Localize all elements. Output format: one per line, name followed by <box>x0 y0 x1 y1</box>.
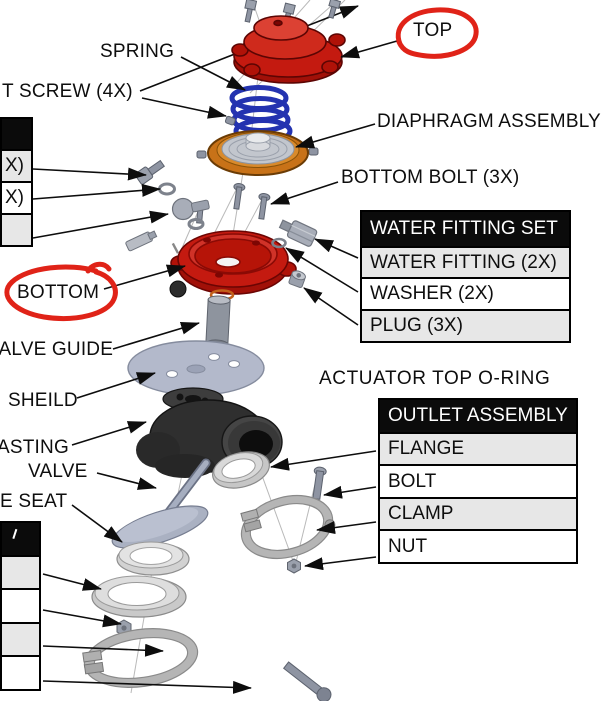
table-row <box>0 554 41 591</box>
left-upper-table: X) X) <box>0 117 33 247</box>
top-circle <box>395 7 479 59</box>
part-top-cap <box>231 15 346 84</box>
part-set-screws <box>196 115 319 159</box>
label-actuator-o-ring: ACTUATOR TOP O-RING <box>319 368 551 389</box>
part-valve-seat <box>116 541 190 576</box>
part-valve-guide <box>205 295 231 349</box>
part-left-outlet-set <box>82 575 332 701</box>
part-diaphragm-assembly <box>207 130 309 176</box>
water-fitting-set-table: WATER FITTING SET WATER FITTING (2X) WAS… <box>360 210 571 343</box>
header-letter-fragment <box>6 527 18 539</box>
label-casting: ASTING <box>0 437 69 458</box>
label-bottom-bolt: BOTTOM BOLT (3X) <box>341 167 520 188</box>
table-row: CLAMP <box>378 496 578 532</box>
outlet-assembly-table: OUTLET ASSEMBLY FLANGE BOLT CLAMP NUT <box>378 398 578 564</box>
label-bottom: BOTTOM <box>17 282 100 303</box>
table-row <box>0 621 41 658</box>
table-row: NUT <box>378 529 578 564</box>
red-annotation-circles <box>4 7 479 321</box>
table-row: FLANGE <box>378 431 578 467</box>
table-row: PLUG (3X) <box>360 308 571 343</box>
table-header: OUTLET ASSEMBLY <box>378 398 578 434</box>
part-valve <box>111 458 211 549</box>
table-row: X) <box>0 181 33 215</box>
label-spring: SPRING <box>100 41 175 62</box>
bottom-circle <box>4 264 118 321</box>
part-heat-shield <box>127 340 265 396</box>
table-row <box>0 212 33 247</box>
table-header <box>0 117 33 151</box>
label-diaphragm-assembly: DIAPHRAGM ASSEMBLY <box>377 111 601 132</box>
table-row: X) <box>0 148 33 184</box>
label-heat-shield: SHEILD <box>8 390 78 411</box>
table-header <box>0 521 41 557</box>
table-row <box>0 655 41 691</box>
table-row: WATER FITTING (2X) <box>360 245 571 280</box>
table-header: WATER FITTING SET <box>360 210 571 248</box>
part-right-fittings <box>271 219 318 288</box>
part-right-outlet-set <box>212 451 336 574</box>
label-top: TOP <box>413 20 453 41</box>
part-knob <box>169 280 187 298</box>
label-valve: VALVE <box>28 461 88 482</box>
table-row: WASHER (2X) <box>360 277 571 311</box>
left-lower-table <box>0 521 41 691</box>
table-row: BOLT <box>378 464 578 499</box>
label-top-screw: T SCREW (4X) <box>2 81 133 102</box>
label-valve-guide: VALVE GUIDE <box>0 339 114 360</box>
label-arrows <box>32 40 398 694</box>
label-valve-seat: E SEAT <box>0 491 68 512</box>
table-row <box>0 588 41 624</box>
part-bottom-casting <box>170 230 297 295</box>
